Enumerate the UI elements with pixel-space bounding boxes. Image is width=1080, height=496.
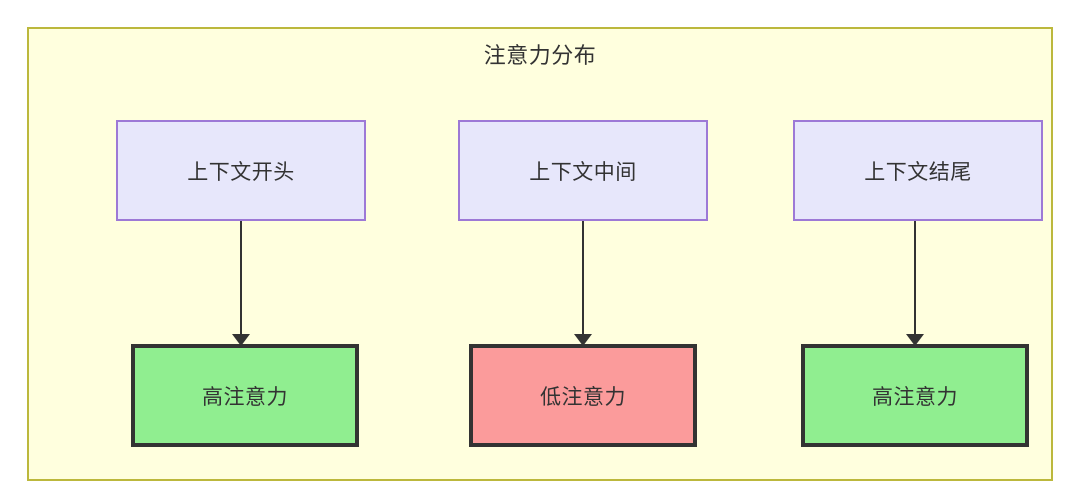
node-context-end[interactable]: 上下文结尾 xyxy=(793,120,1043,221)
node-high-attention-start[interactable]: 高注意力 xyxy=(131,344,359,447)
diagram-title: 注意力分布 xyxy=(483,43,597,68)
edge-context-start-to-high-attention xyxy=(232,221,250,346)
node-context-middle-label: 上下文中间 xyxy=(529,160,637,184)
attention-distribution-container: 注意力分布 上下文开头 上下文中间 上下文结尾 高注意力 低注意力 xyxy=(27,27,1053,481)
node-high-attention-start-label: 高注意力 xyxy=(202,385,288,409)
node-high-attention-end-label: 高注意力 xyxy=(872,385,958,409)
node-context-start-label: 上下文开头 xyxy=(187,160,295,184)
arrowhead-icon xyxy=(574,334,592,346)
arrowhead-icon xyxy=(232,334,250,346)
edge-context-middle-to-low-attention xyxy=(574,221,592,346)
edge-context-end-to-high-attention xyxy=(906,221,924,346)
node-high-attention-end[interactable]: 高注意力 xyxy=(801,344,1029,447)
node-low-attention-middle-label: 低注意力 xyxy=(540,385,626,409)
node-context-start[interactable]: 上下文开头 xyxy=(116,120,366,221)
node-low-attention-middle[interactable]: 低注意力 xyxy=(469,344,697,447)
node-context-middle[interactable]: 上下文中间 xyxy=(458,120,708,221)
arrowhead-icon xyxy=(906,334,924,346)
node-context-end-label: 上下文结尾 xyxy=(864,160,972,184)
